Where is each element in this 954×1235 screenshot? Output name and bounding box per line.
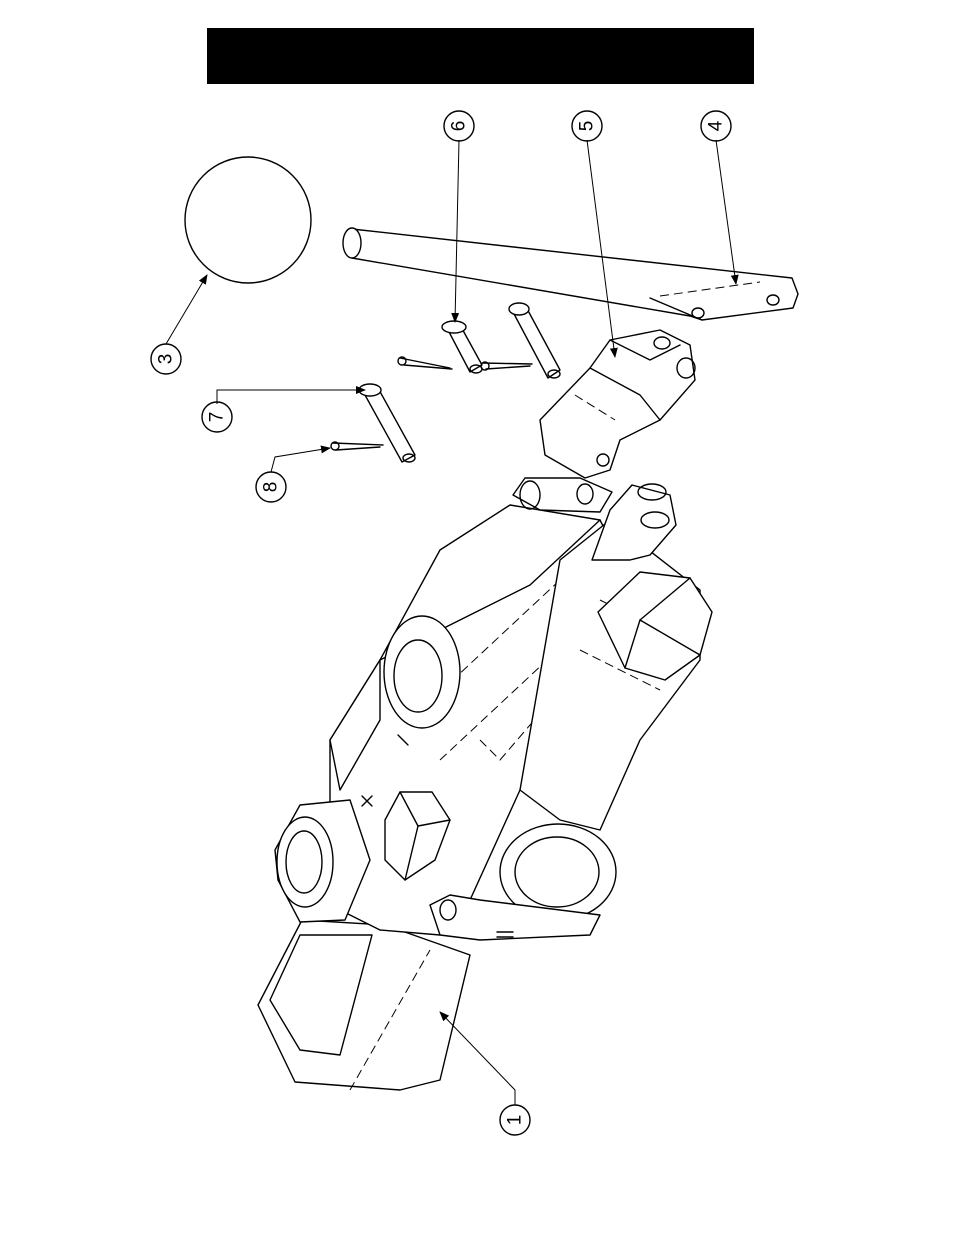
- callout-6: 6: [444, 111, 474, 141]
- callout-label-6: 6: [449, 121, 470, 132]
- callout-label-7: 7: [207, 412, 228, 423]
- callout-label-5: 5: [577, 121, 598, 132]
- callout-1: 1: [500, 1105, 530, 1135]
- callout-4: 4: [701, 111, 731, 141]
- callout-label-4: 4: [706, 120, 727, 131]
- part-7-pin: [359, 384, 415, 462]
- callout-label-1: 1: [505, 1115, 526, 1126]
- callout-8: 8: [256, 472, 286, 502]
- callout-3: 3: [151, 344, 181, 374]
- callout-7: 7: [202, 402, 232, 432]
- part-3-knob-ball: [185, 157, 311, 283]
- part-5-clevis-link: [540, 330, 695, 478]
- callout-label-3: 3: [156, 354, 177, 365]
- part-1-valve-body: [258, 478, 712, 1090]
- callout-label-8: 8: [261, 482, 282, 493]
- part-6-clevis-pins: [398, 303, 560, 378]
- part-8-cotter-pin: [331, 442, 383, 450]
- mounting-ears: [513, 478, 612, 512]
- callout-5: 5: [572, 111, 602, 141]
